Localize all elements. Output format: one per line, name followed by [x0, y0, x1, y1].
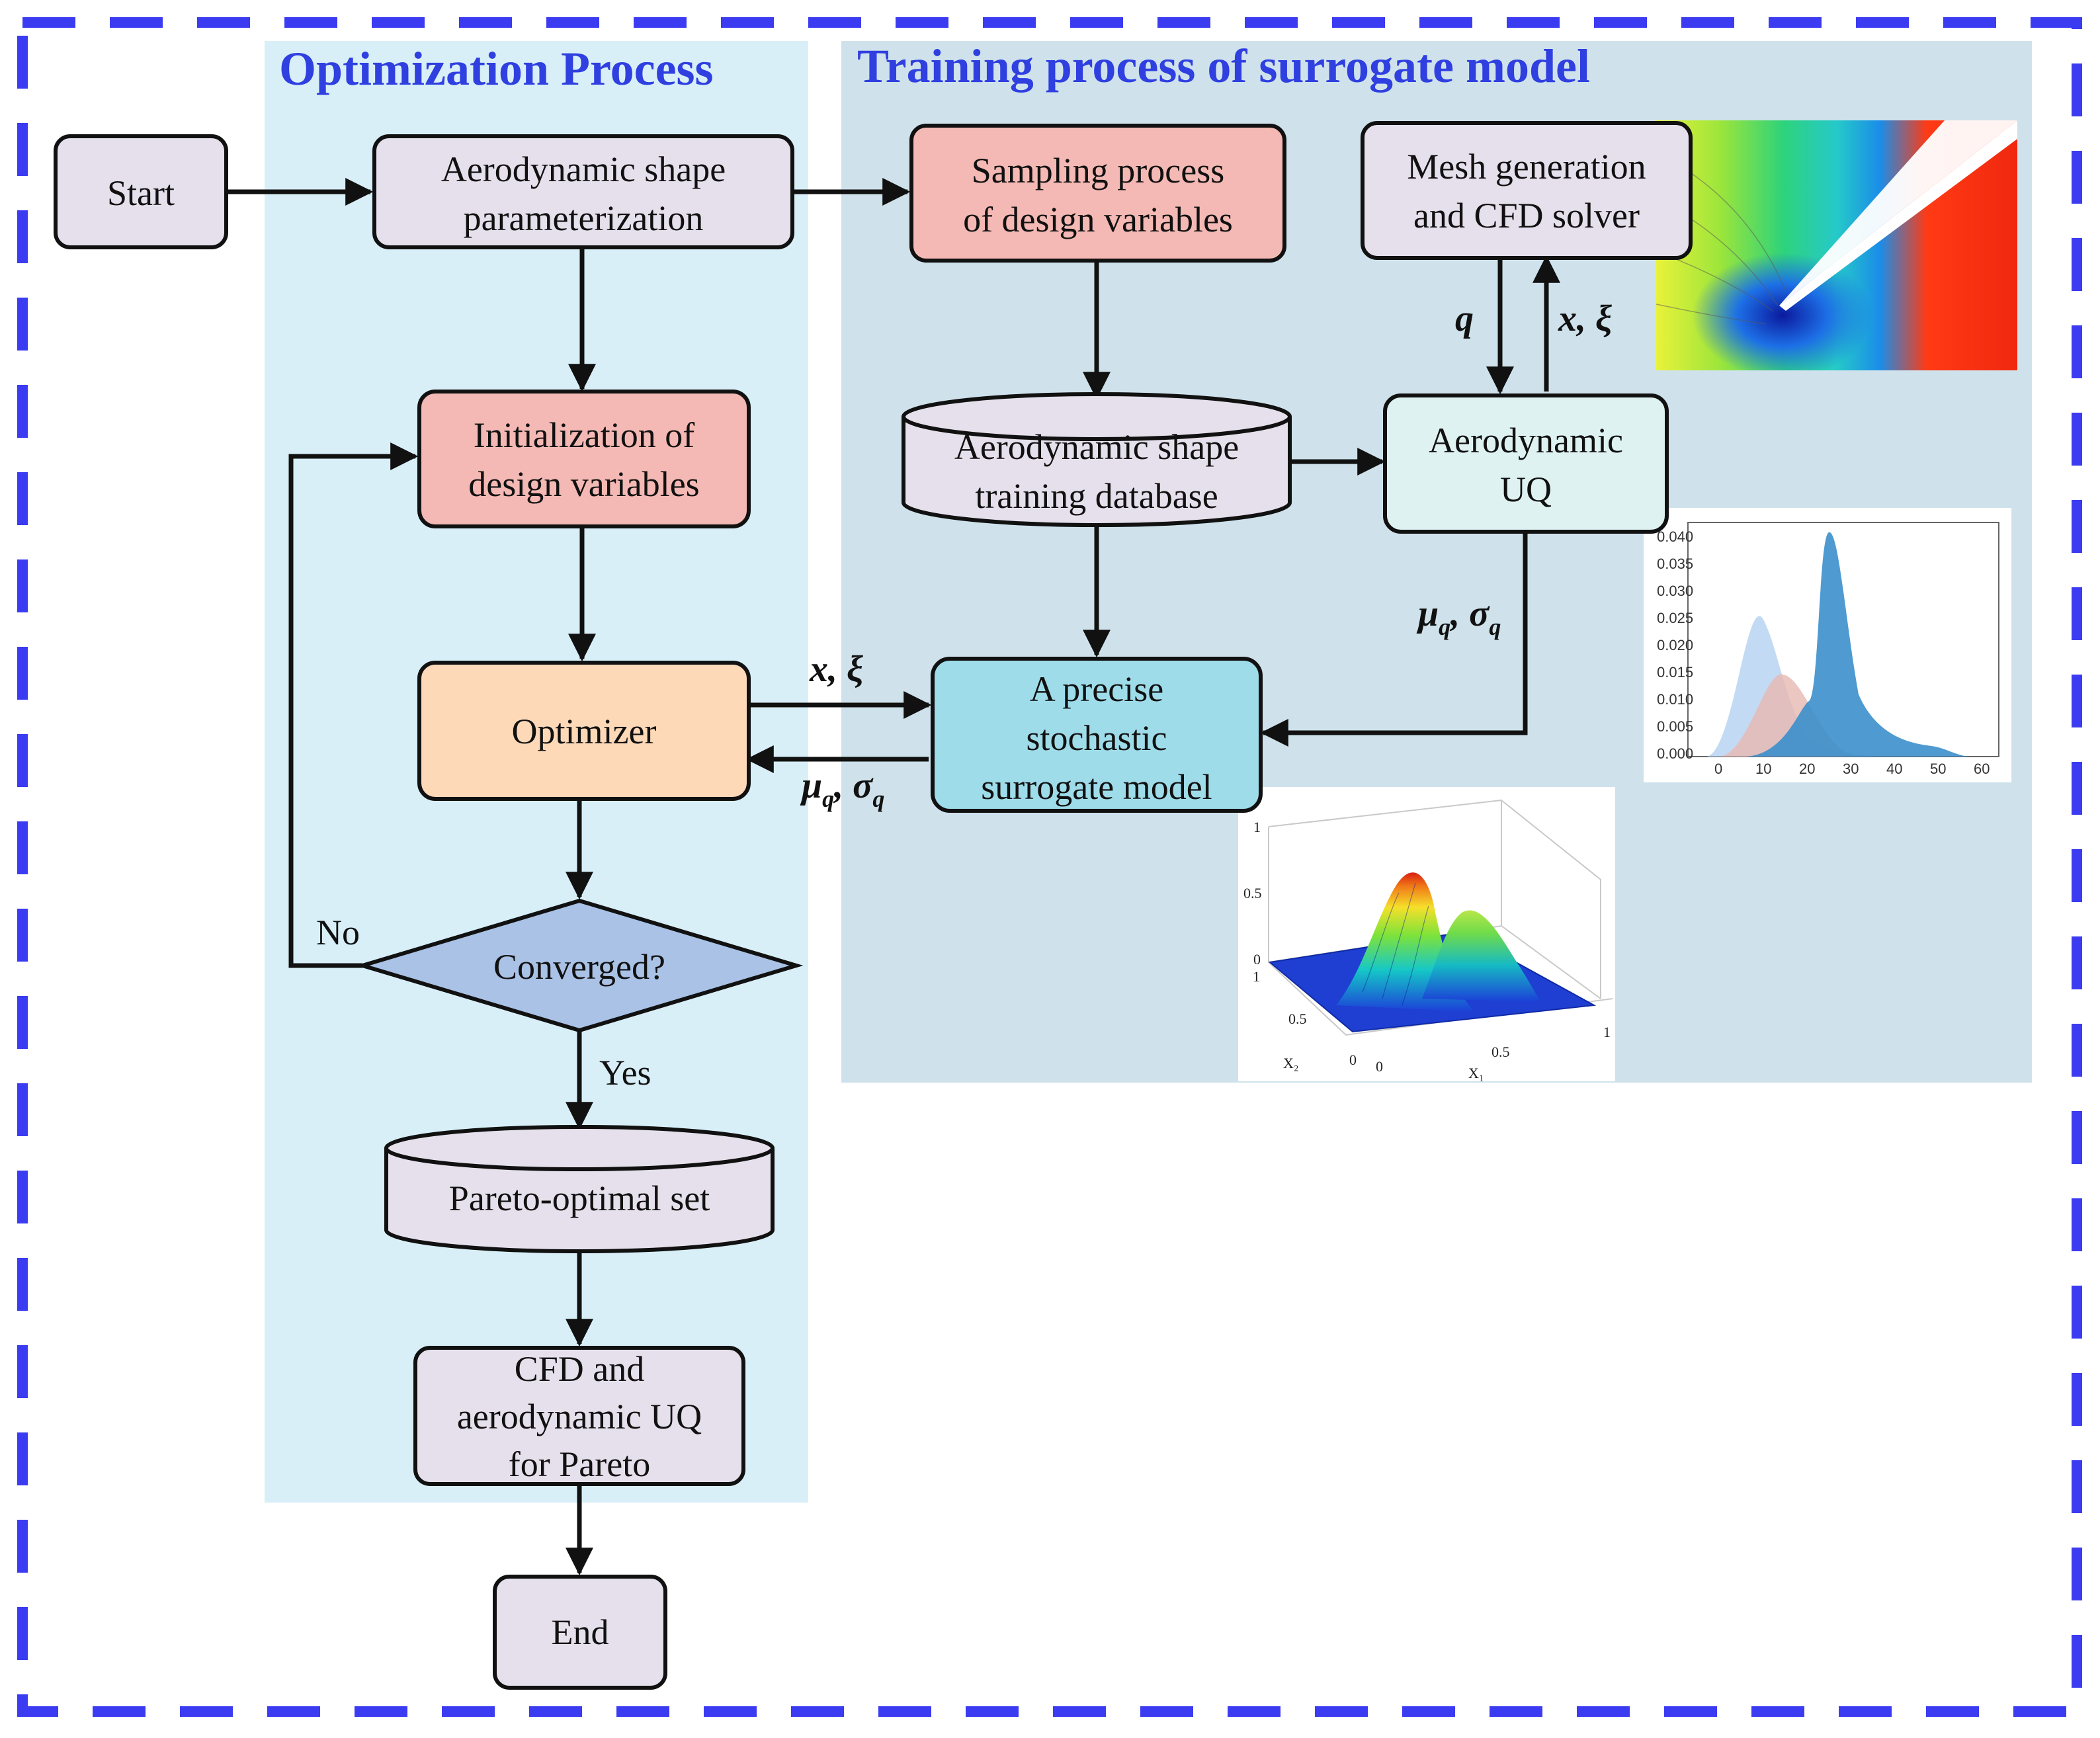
node-cfd-pareto-line: aerodynamic UQ [457, 1397, 702, 1436]
surface-peak-short [1422, 910, 1541, 1002]
density-y-tick: 0.030 [1657, 583, 1693, 599]
surface-z-tick: 0 [1253, 951, 1261, 968]
node-cfd-pareto-line: CFD and [515, 1349, 645, 1389]
density-y-tick: 0.025 [1657, 610, 1693, 626]
node-start-label: Start [107, 173, 175, 213]
node-cfd-pareto-line: for Pareto [509, 1444, 650, 1484]
density-x-tick: 10 [1755, 761, 1771, 777]
node-param-line: parameterization [464, 198, 704, 238]
cfd-contour-inset [1656, 120, 2017, 370]
node-database-line: training database [975, 476, 1218, 516]
node-init-line: design variables [468, 464, 699, 504]
node-uq-line: UQ [1500, 470, 1552, 509]
node-uq-line: Aerodynamic [1429, 421, 1623, 460]
surface-x2-tick: 0 [1349, 1052, 1357, 1068]
node-optimizer-label: Optimizer [512, 712, 657, 751]
node-sampling-line: Sampling process [972, 151, 1224, 190]
density-y-tick: 0.040 [1657, 528, 1693, 545]
edge-converged-no-loop [288, 442, 419, 968]
node-init-line: Initialization of [474, 415, 694, 455]
node-uq: Aerodynamic UQ [1383, 393, 1669, 534]
surface-x1-tick: 1 [1603, 1024, 1611, 1040]
label-no: No [316, 913, 360, 952]
node-pareto-set-label: Pareto-optimal set [449, 1179, 710, 1218]
node-pareto-set: Pareto-optimal set [384, 1125, 775, 1253]
surface-x1-tick: 0.5 [1491, 1044, 1510, 1060]
node-sampling-line: of design variables [963, 200, 1233, 239]
density-x-tick: 40 [1886, 761, 1902, 777]
node-param-line: Aerodynamic shape [441, 149, 726, 189]
label-q: q [1455, 298, 1474, 339]
label-mu-sigma-uq: μq, σq [1416, 593, 1501, 640]
node-mesh-line: and CFD solver [1413, 196, 1640, 235]
label-yes: Yes [599, 1053, 651, 1093]
density-x-tick: 50 [1930, 761, 1946, 777]
density-x-tick: 0 [1714, 761, 1722, 777]
node-init: Initialization of design variables [417, 390, 751, 528]
node-surrogate-line: A precise [1030, 669, 1163, 709]
density-plot-inset: 0.040 0.035 0.030 0.025 0.020 0.015 0.01… [1644, 508, 2011, 782]
node-converged: Converged? [355, 898, 804, 1033]
density-y-tick: 0.000 [1657, 745, 1693, 762]
optimization-title: Optimization Process [279, 42, 714, 95]
node-start: Start [54, 134, 228, 249]
surface-x2-tick: 1 [1253, 968, 1260, 985]
training-title: Training process of surrogate model [857, 40, 1590, 93]
surface-z-tick: 0.5 [1243, 885, 1262, 901]
node-end: End [493, 1575, 667, 1690]
density-y-tick: 0.020 [1657, 637, 1693, 653]
surface-x2-tick: 0.5 [1288, 1011, 1307, 1027]
node-mesh: Mesh generation and CFD solver [1361, 121, 1693, 260]
node-database: Aerodynamic shape training database [902, 392, 1292, 527]
label-mu-sigma-optimizer: μq, σq [800, 765, 884, 812]
edge-uq-surrogate [1260, 532, 1528, 747]
node-surrogate: A precise stochastic surrogate model [931, 657, 1263, 813]
density-blue-curve [1746, 532, 1971, 757]
surface-z-tick: 1 [1253, 819, 1261, 835]
node-surrogate-line: surrogate model [981, 767, 1212, 807]
surface-plot-inset: 1 0.5 0 1 0.5 0 0 0.5 1 X₁ X₂ [1238, 787, 1615, 1081]
node-mesh-line: Mesh generation [1407, 147, 1646, 186]
density-x-tick: 60 [1974, 761, 1990, 777]
node-optimizer: Optimizer [417, 661, 751, 801]
label-x-xi-optimizer: x, ξ [809, 649, 863, 690]
surface-x1-label: X₁ [1468, 1065, 1484, 1081]
density-x-tick: 30 [1843, 761, 1859, 777]
svg-text:μq, σq: μq, σq [1416, 593, 1501, 640]
node-database-line: Aerodynamic shape [954, 427, 1239, 467]
node-converged-label: Converged? [493, 947, 665, 987]
node-cfd-pareto: CFD and aerodynamic UQ for Pareto [413, 1346, 745, 1486]
node-surrogate-line: stochastic [1027, 718, 1167, 758]
density-y-tick: 0.005 [1657, 718, 1693, 735]
surface-x2-label: X₂ [1283, 1055, 1299, 1071]
node-end-label: End [552, 1612, 609, 1652]
surface-x1-tick: 0 [1376, 1058, 1383, 1075]
density-y-tick: 0.015 [1657, 664, 1693, 681]
svg-text:μq, σq: μq, σq [800, 765, 884, 812]
node-param: Aerodynamic shape parameterization [372, 134, 794, 249]
density-x-tick: 20 [1799, 761, 1815, 777]
dashed-border [17, 17, 2082, 1717]
density-y-tick: 0.010 [1657, 691, 1693, 708]
density-y-tick: 0.035 [1657, 556, 1693, 572]
density-light-curve [1706, 616, 1878, 757]
node-sampling: Sampling process of design variables [909, 124, 1286, 263]
label-x-xi-mesh: x, ξ [1558, 298, 1612, 339]
